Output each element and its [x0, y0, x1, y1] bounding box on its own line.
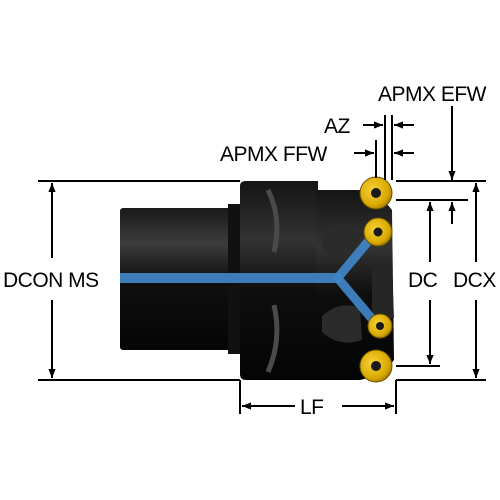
insert-bottom	[359, 349, 393, 383]
insert-lower	[367, 313, 393, 339]
dimensions	[38, 106, 486, 414]
dimension-labels: APMX EFW AZ APMX FFW DCON MS DC DCX LF	[3, 83, 497, 419]
label-apmx-ffw: APMX FFW	[220, 143, 328, 166]
insert-top	[359, 176, 393, 210]
flange-slot-bottom	[265, 304, 280, 374]
chip-pocket-mid	[372, 262, 394, 322]
label-dc: DC	[408, 269, 438, 292]
label-apmx-efw: APMX EFW	[378, 83, 487, 106]
label-masks	[2, 264, 500, 294]
insert-upper	[363, 217, 393, 247]
label-dcx: DCX	[453, 269, 496, 292]
flange-slot-top	[265, 188, 280, 253]
inserts	[359, 176, 393, 383]
chip-pocket-top	[322, 223, 362, 262]
label-dcon-ms: DCON MS	[3, 269, 99, 292]
chip-pocket-bottom	[322, 305, 362, 343]
label-lf: LF	[300, 396, 324, 419]
label-az: AZ	[324, 115, 351, 138]
